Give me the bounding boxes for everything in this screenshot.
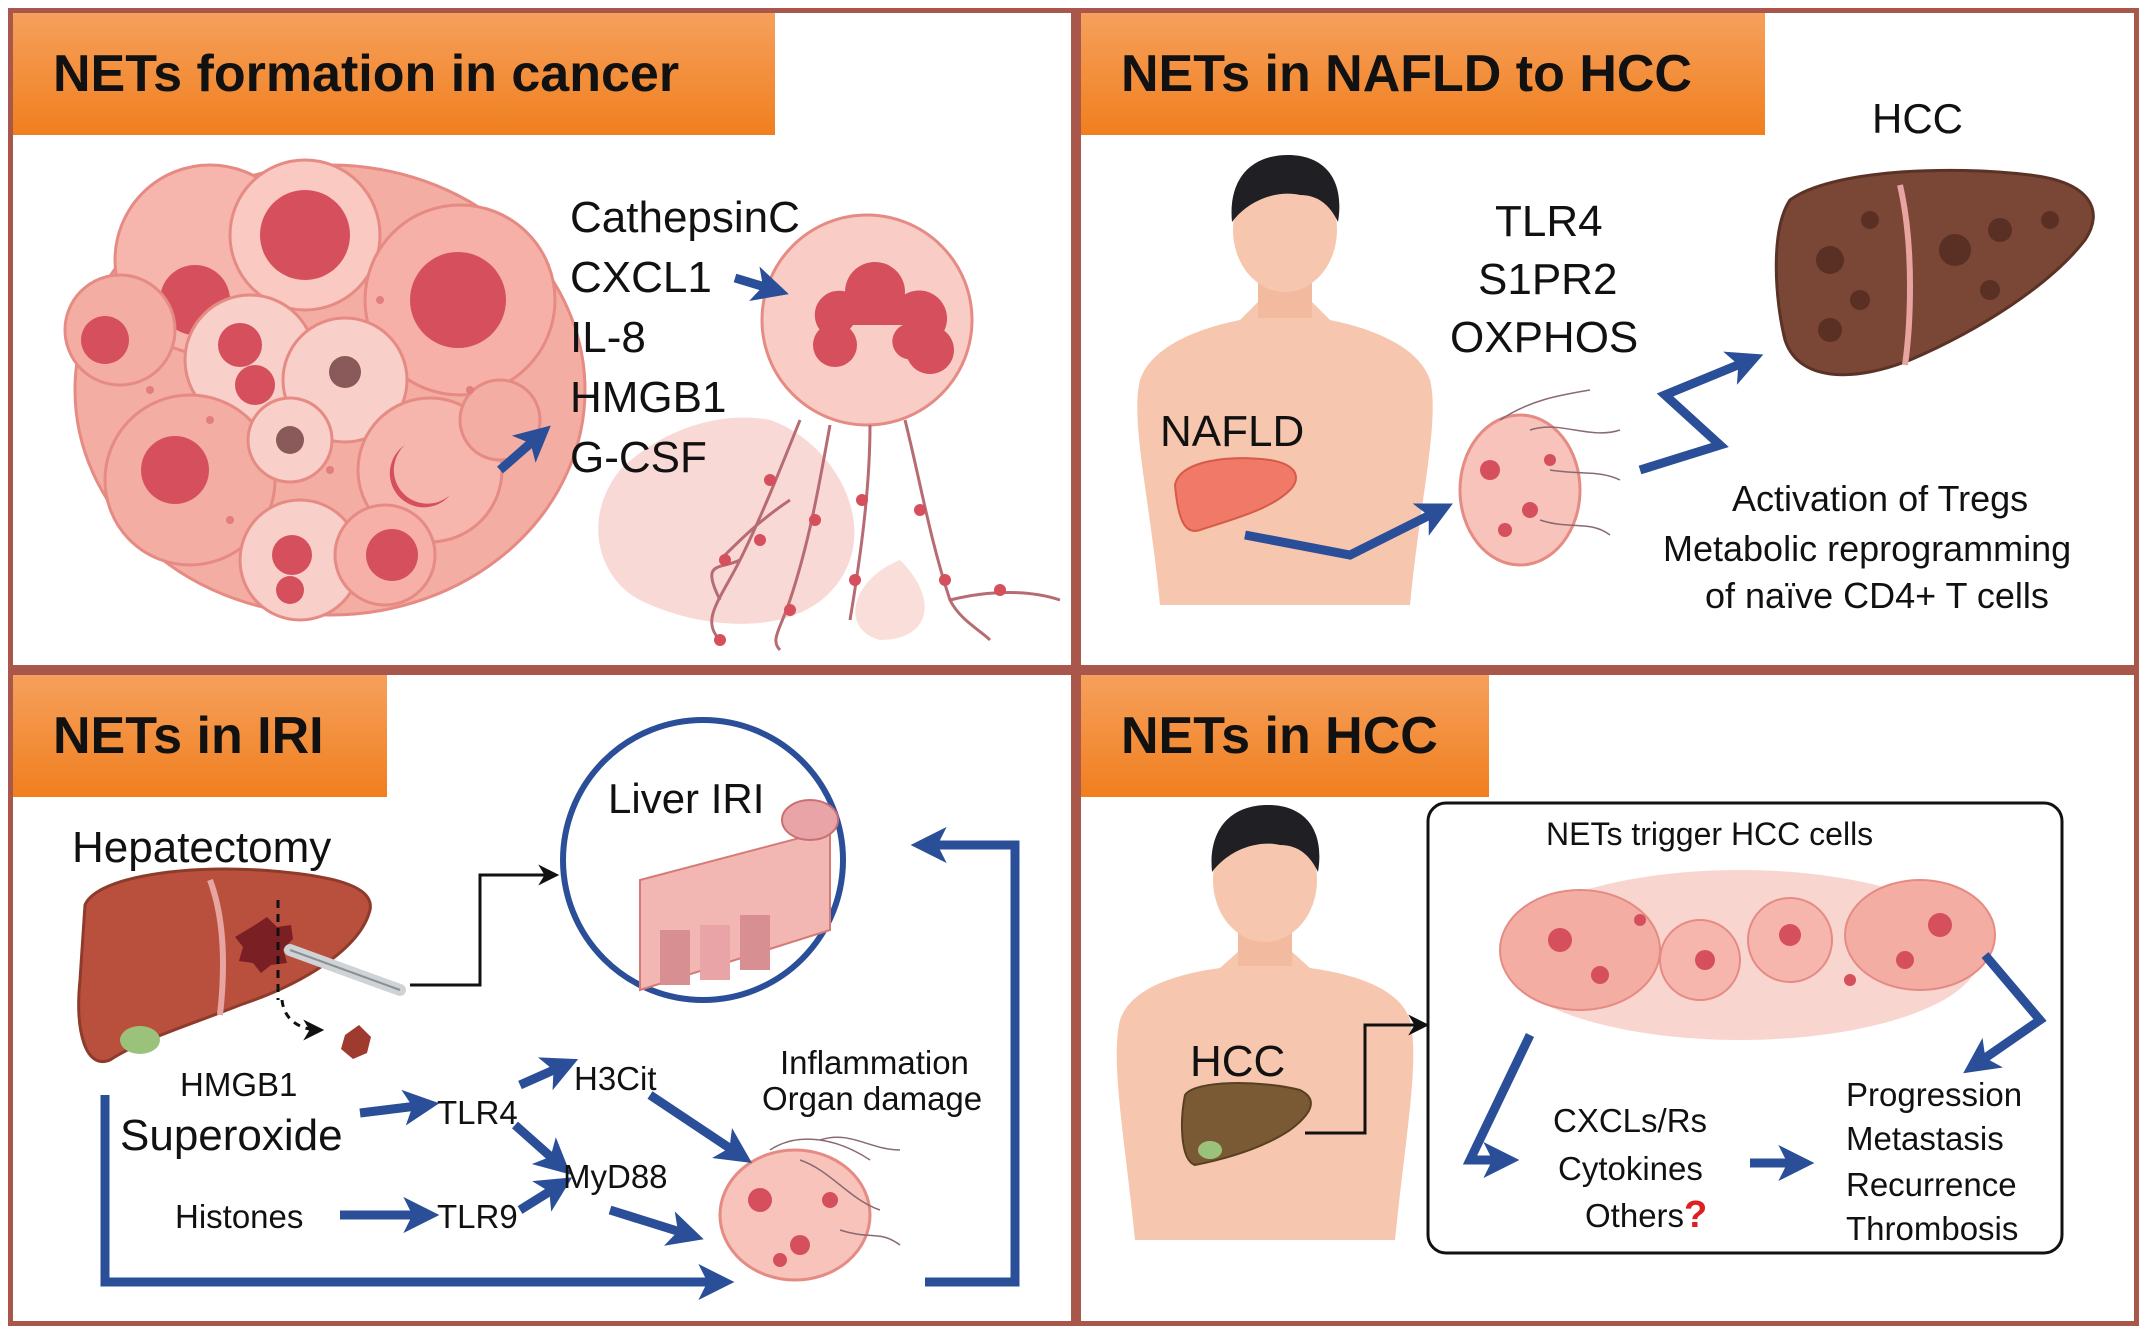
factor-cxcls: CXCLs/Rs [1553,1102,1708,1139]
outcome-tregs: Activation of Tregs [1732,478,2029,519]
panel-title-nafld: NETs in NAFLD to HCC [1081,13,1765,135]
tumor-cell-cluster [63,158,587,622]
nets-trigger-label: NETs trigger HCC cells [1546,816,1874,852]
nafld-arrows [1244,351,1764,560]
outcome-progression: Progression [1846,1076,2023,1113]
effect-inflammation: Inflammation [780,1044,969,1081]
neutrophil-nets [598,213,1061,652]
mediator-tlr4: TLR4 [1495,197,1603,246]
outcome-cd4: of naïve CD4+ T cells [1705,575,2049,616]
h3cit-label: H3Cit [574,1060,657,1097]
liver-iri-label: Liver IRI [608,775,765,822]
effect-organ-damage: Organ damage [762,1080,983,1117]
iri-nets [718,1136,901,1282]
outcome-thrombosis: Thrombosis [1846,1210,2019,1247]
panel-title-iri: NETs in IRI [13,675,387,797]
myd88-label: MyD88 [563,1158,668,1195]
question-mark: ? [1684,1194,1708,1236]
outcome-metastasis: Metastasis [1846,1120,2004,1157]
hcc-liver-label: HCC [1872,95,1963,142]
factor-cxcl1: CXCL1 [570,253,712,302]
factor-gcsf: G-CSF [570,433,707,482]
superoxide-label: Superoxide [120,1111,343,1160]
mediator-s1pr2: S1PR2 [1478,255,1618,304]
factor-others: Others? [1585,1196,1707,1234]
hcc-arrows [1462,952,2047,1181]
nafld-label: NAFLD [1160,407,1305,456]
nafld-liver [1173,457,1297,532]
nafld-nets [1458,389,1621,567]
others-text: Others [1585,1197,1685,1234]
hmgb1-label: HMGB1 [180,1066,298,1103]
hcc-liver-large [1774,168,2095,377]
hepatectomy-label: Hepatectomy [72,823,332,872]
tlr9-label: TLR9 [437,1198,518,1235]
mediator-oxphos: OXPHOS [1450,313,1639,362]
hcc-body-label: HCC [1190,1037,1286,1086]
tlr4-label: TLR4 [437,1094,518,1131]
factor-il8: IL-8 [570,313,646,362]
hcc-cell-mass [1499,870,1996,1040]
factor-cytokines: Cytokines [1558,1150,1703,1187]
hcc-body-arrow [1305,1014,1430,1135]
hepatectomy-to-iri-arrow [410,864,560,987]
human-body-nafld [1137,155,1433,605]
liver-iri-circle [560,717,846,1003]
panel-title-hcc: NETs in HCC [1081,675,1489,797]
human-body-hcc [1116,805,1414,1240]
outcome-metabolic: Metabolic reprogramming [1663,528,2072,569]
factor-hmgb1: HMGB1 [570,373,727,422]
outcome-recurrence: Recurrence [1846,1166,2017,1203]
iri-arrows [100,827,1020,1300]
histones-label: Histones [175,1198,304,1235]
hepatectomy-liver [77,867,406,1064]
panel-title-cancer: NETs formation in cancer [13,13,775,135]
factor-cathepsinc: CathepsinC [570,193,800,242]
